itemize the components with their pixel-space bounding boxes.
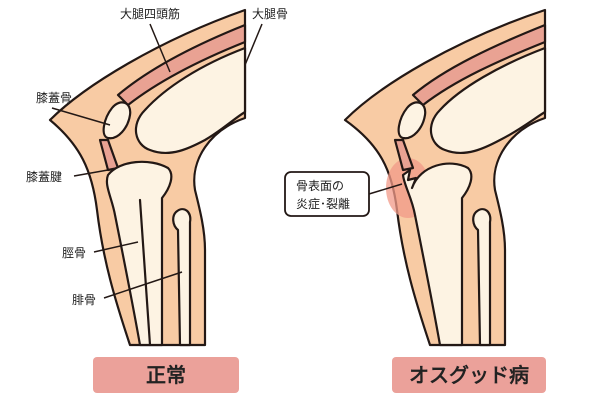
caption-osgood: オスグッド病 — [392, 357, 546, 393]
caption-normal-text: 正常 — [146, 363, 186, 387]
normal-patella — [102, 101, 132, 140]
label-patella: 膝蓋骨 — [36, 91, 72, 105]
caption-normal: 正常 — [93, 357, 239, 393]
label-femur: 大腿骨 — [252, 7, 288, 21]
normal-femur — [134, 46, 247, 155]
label-quadriceps: 大腿四頭筋 — [120, 6, 180, 21]
osgood-quadriceps-muscle — [411, 23, 547, 107]
normal-tibia-cavity — [138, 198, 152, 347]
normal-tibia — [105, 160, 173, 347]
label-bone-surface-line1: 骨表面の — [296, 179, 344, 193]
bone-surface-callout: 骨表面の 炎症･裂離 — [284, 171, 403, 217]
normal-knee — [48, 8, 247, 347]
normal-quadriceps-muscle — [116, 23, 247, 107]
normal-labels: 大腿四頭筋 大腿骨 膝蓋骨 膝蓋腱 脛骨 腓骨 — [26, 6, 288, 307]
osgood-fibula — [472, 208, 492, 347]
osgood-tibia — [401, 162, 473, 347]
label-bone-surface-line2: 炎症･裂離 — [296, 196, 350, 211]
label-patellar-tendon: 膝蓋腱 — [26, 170, 62, 184]
label-fibula: 腓骨 — [72, 292, 96, 307]
osgood-patellar-tendon — [393, 138, 415, 172]
label-tibia: 脛骨 — [62, 246, 86, 260]
normal-fibula — [172, 208, 192, 347]
caption-osgood-text: オスグッド病 — [409, 363, 529, 387]
osgood-femur — [429, 46, 547, 155]
osgood-patella — [397, 101, 427, 140]
osgood-knee — [343, 8, 547, 347]
